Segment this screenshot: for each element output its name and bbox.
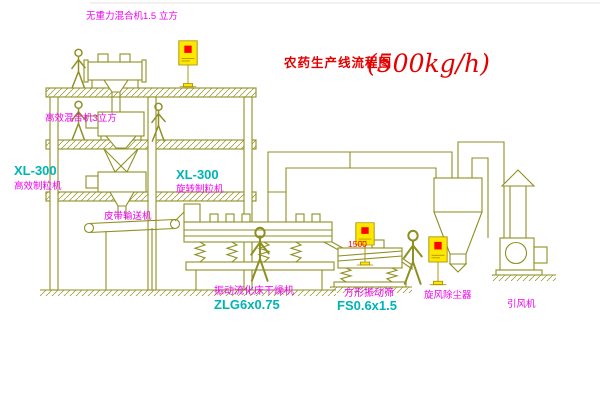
- drawing-title: 农药生产线流程图: [283, 55, 392, 70]
- fan-name-label: 引风机: [507, 298, 536, 310]
- induced-draft-fan: [492, 237, 556, 281]
- worker-figure: [403, 229, 423, 285]
- vibrating-screen: [330, 239, 413, 293]
- belt-conveyor: [83, 211, 185, 290]
- granulator-left-name-label: 高效制粒机: [14, 180, 62, 192]
- dryer-name-label: 振动流化床干燥机: [214, 284, 294, 297]
- control-cabinet: [178, 40, 198, 88]
- high-efficiency-mixer: [85, 111, 145, 149]
- cyclone-name-label: 旋风除尘器: [424, 289, 472, 301]
- worker-figure: [71, 48, 86, 88]
- gravity-mixer: [83, 53, 147, 112]
- capacity-label: (500kg/h): [367, 49, 490, 78]
- high-eff-mixer-label: 高效混合机3立方: [45, 112, 117, 124]
- control-cabinet: [428, 236, 448, 286]
- exhaust-stack: [500, 169, 536, 238]
- building-structure: [40, 87, 336, 296]
- granulator: [85, 171, 147, 219]
- gravity-mixer-label: 无重力混合机1.5 立方: [86, 10, 178, 22]
- screen-name-label: 方形振动筛: [344, 286, 394, 299]
- fan-outlet-duct: [457, 141, 505, 238]
- dimension-label: 1500: [348, 239, 367, 249]
- screen-model-label: FS0.6x1.5: [337, 298, 397, 313]
- granulator-left-model-label: XL-300: [14, 163, 57, 178]
- belt-conveyor-label: 皮带输送机: [104, 210, 152, 222]
- granulator-right-model-label: XL-300: [176, 167, 219, 182]
- granulator-right-name-label: 旋转制粒机: [176, 183, 224, 195]
- dryer-model-label: ZLG6x0.75: [214, 297, 280, 312]
- exhaust-duct: [267, 151, 453, 222]
- surge-hopper: [103, 148, 139, 173]
